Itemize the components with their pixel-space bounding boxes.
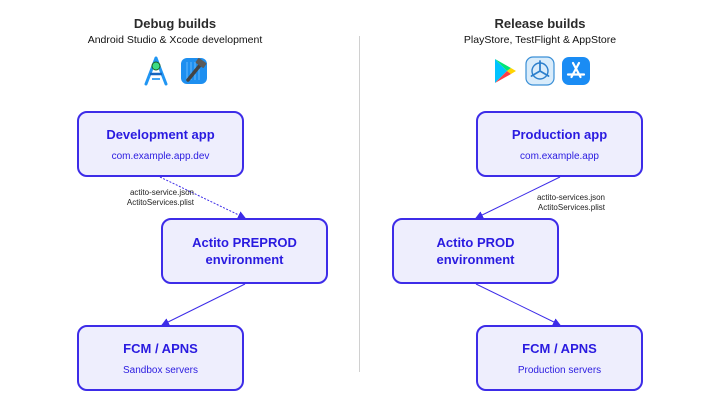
prod-env-title-line1: Actito PROD (436, 235, 515, 250)
android-studio-icon (144, 56, 168, 86)
release-config-files-note: actito-services.json ActitoServices.plis… (495, 193, 605, 213)
google-play-icon (495, 59, 516, 83)
development-app-box: Development app com.example.app.dev (77, 111, 244, 177)
preprod-env-title-line1: Actito PREPROD (192, 235, 297, 250)
column-divider (359, 36, 360, 372)
arrow-prod-env-to-fcm-production (475, 283, 561, 326)
production-app-box: Production app com.example.app (476, 111, 643, 177)
actito-prod-env-box: Actito PROD environment (392, 218, 559, 284)
debug-config-plist: ActitoServices.plist (126, 198, 194, 207)
debug-config-files-note: actito-service.json ActitoServices.plist (84, 188, 194, 208)
release-config-plist: ActitoServices.plist (537, 203, 605, 212)
arrow-prod-app-to-prod-env (475, 176, 561, 219)
fcm-apns-sandbox-subtitle: Sandbox servers (122, 365, 199, 376)
release-builds-subtitle: PlayStore, TestFlight & AppStore (463, 34, 617, 46)
fcm-apns-sandbox-box: FCM / APNS Sandbox servers (77, 325, 244, 391)
production-app-package: com.example.app (520, 151, 599, 162)
production-app-title: Production app (511, 127, 608, 142)
preprod-env-title-line2: environment (205, 252, 284, 267)
debug-builds-subtitle: Android Studio & Xcode development (87, 34, 263, 46)
testflight-icon (525, 56, 555, 86)
arrow-dev-app-to-preprod (159, 176, 246, 219)
release-config-json: actito-services.json (536, 193, 605, 202)
prod-env-title-line2: environment (436, 252, 515, 267)
fcm-apns-production-box: FCM / APNS Production servers (476, 325, 643, 391)
app-store-icon (562, 57, 590, 85)
debug-builds-title: Debug builds (133, 16, 217, 31)
fcm-apns-production-subtitle: Production servers (517, 365, 602, 376)
fcm-apns-production-title: FCM / APNS (522, 341, 597, 356)
actito-preprod-env-box: Actito PREPROD environment (161, 218, 328, 284)
development-app-title: Development app (106, 127, 215, 142)
fcm-apns-sandbox-title: FCM / APNS (123, 341, 198, 356)
xcode-icon (181, 58, 207, 84)
release-builds-title: Release builds (494, 16, 586, 31)
arrow-preprod-to-fcm-sandbox (161, 283, 246, 326)
development-app-package: com.example.app.dev (111, 151, 210, 162)
debug-config-json: actito-service.json (129, 188, 194, 197)
